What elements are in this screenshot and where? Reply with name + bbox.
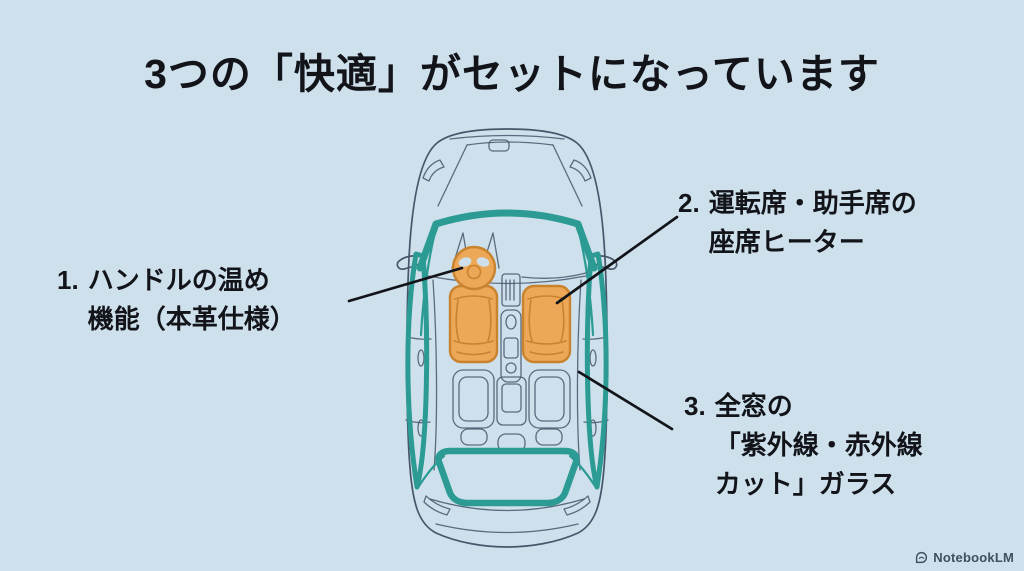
notebooklm-logo-icon	[916, 551, 928, 564]
watermark: NotebookLM	[915, 550, 1014, 565]
callout-number: 1.	[57, 265, 79, 295]
callout-text: ハンドルの温め 機能（本革仕様）	[87, 265, 296, 334]
page-title: 3つの「快適」がセットになっています	[144, 51, 880, 97]
leader-line-1	[347, 266, 464, 303]
callout-text: 運転席・助手席の 座席ヒーター	[708, 188, 917, 257]
callout-steering-wheel-heater: 1. ハンドルの温め 機能（本革仕様）	[57, 261, 296, 339]
leader-line-2	[555, 215, 679, 305]
callout-seat-heaters: 2. 運転席・助手席の 座席ヒーター	[678, 184, 917, 262]
steering-wheel	[451, 245, 497, 291]
rear-window-highlight	[435, 447, 580, 507]
callout-text: 全窓の 「紫外線・赤外線 カット」ガラス	[714, 391, 923, 499]
leader-line-3	[577, 370, 674, 431]
callout-number: 3.	[684, 391, 706, 421]
rear-seats	[452, 369, 571, 453]
callout-uv-ir-cut-glass: 3. 全窓の 「紫外線・赤外線 カット」ガラス	[684, 387, 923, 504]
watermark-brand: NotebookLM	[933, 550, 1014, 565]
center-console	[500, 272, 587, 383]
driver-seat	[448, 284, 499, 364]
side-window-highlight-left	[405, 251, 446, 490]
callout-number: 2.	[678, 188, 700, 218]
side-window-highlight-right	[568, 251, 609, 490]
